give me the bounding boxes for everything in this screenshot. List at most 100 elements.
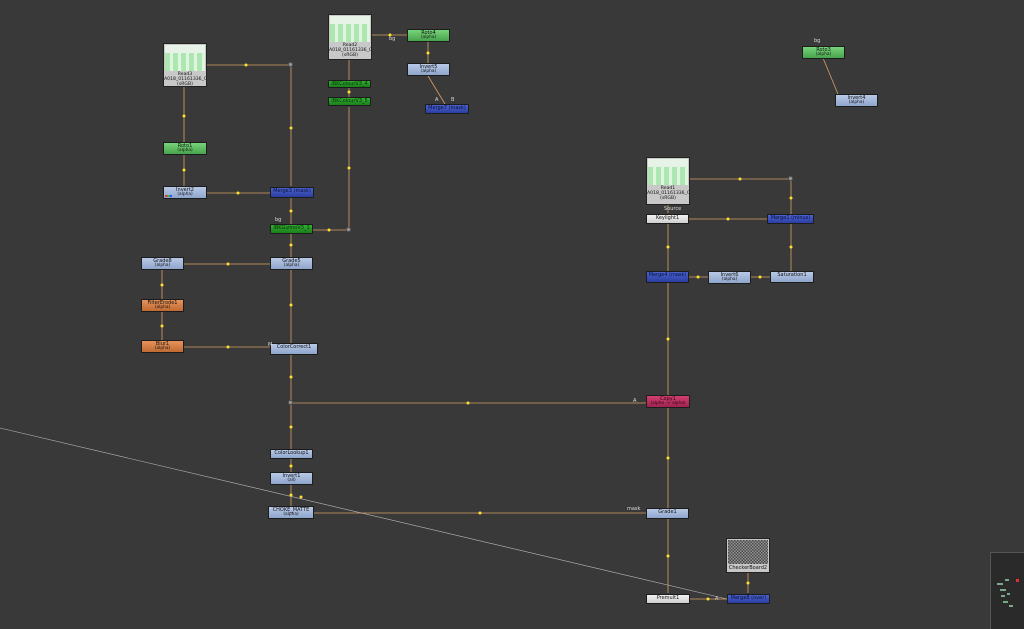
dot-node[interactable] (346, 227, 351, 232)
merge8-label: Merge8 (over) (730, 595, 767, 601)
invert2-label: Invert2 (176, 187, 194, 193)
checkerboard2-label: CheckerBoard2 (728, 565, 768, 571)
grade8-channel: (alpha) (154, 263, 171, 268)
edge (822, 57, 839, 95)
invert2-channel: (alpha) (177, 192, 193, 197)
ibk-colour-b-label: IBKColourV3_5 (331, 98, 368, 104)
grade1-node[interactable]: Grade1 (646, 508, 689, 519)
read3-node[interactable]: Read3 A018_01161336_C002.braw (sRGB) (163, 43, 207, 87)
copy1-label: Copy1 (660, 396, 676, 402)
copy1-channel: (alpha -> alpha) (650, 401, 686, 406)
grade1-label: Grade1 (658, 509, 677, 515)
ibk-gizmo-label: IBKGizmoV3_1 (273, 225, 310, 231)
roto1-channel: (alpha) (177, 148, 193, 153)
ibk-colour-a-label: IBKColourV3_4 (331, 81, 368, 87)
ibk-colour-a-node[interactable]: IBKColourV3_4 (328, 80, 371, 88)
blur1-label: Blur1 (155, 341, 170, 347)
colorlookup1-node[interactable]: ColorLookup1 (270, 449, 313, 459)
choke-matte-node[interactable]: CHOKE_MATTE (alpha) (268, 506, 314, 519)
premult1-node[interactable]: Premult1 (646, 594, 690, 604)
invert5-channel: (alpha) (420, 69, 437, 74)
saturation1-node[interactable]: Saturation1 (770, 271, 814, 283)
merge4-label: Merge4 (mask) (648, 272, 687, 278)
expression-link (0, 427, 728, 600)
ibk-gizmo-node[interactable]: IBKGizmoV3_1 (270, 224, 313, 234)
read1-label: Read1 (660, 186, 676, 191)
blur1-node[interactable]: Blur1 (alpha) (141, 340, 184, 353)
grade8-node[interactable]: Grade8 (alpha) (141, 257, 184, 270)
invert6-channel: (alpha) (721, 277, 738, 282)
dot-node[interactable] (288, 400, 293, 405)
roto3-node[interactable]: Roto3 (alpha) (802, 46, 845, 59)
merge8-node[interactable]: Merge8 (over) (727, 594, 770, 604)
read2-filename: A018_01161336_C002.braw (329, 48, 372, 53)
invert1-channel: (all) (287, 478, 296, 483)
roto1-node[interactable]: Roto1 (alpha) (163, 142, 207, 155)
roto1-label: Roto1 (177, 143, 193, 149)
invert2-node[interactable]: Invert2 (alpha) (163, 186, 207, 199)
roto4-channel: (alpha) (420, 35, 437, 40)
merge1-label: Merge1 (minus) (770, 215, 811, 221)
source-input-label: Source (664, 206, 682, 212)
filtererode1-label: FilterErode1 (147, 300, 178, 306)
checkerboard2-node[interactable]: CheckerBoard2 (726, 538, 770, 573)
read3-filename: A018_01161336_C002.braw (164, 77, 207, 82)
roto3-label: Roto3 (816, 47, 831, 53)
filtererode1-node[interactable]: FilterErode1 (alpha) (141, 299, 184, 312)
roto4-label: Roto4 (421, 30, 436, 36)
colorcorrect1-label: ColorCorrect1 (276, 344, 312, 350)
invert1-node[interactable]: Invert1 (all) (270, 472, 313, 485)
bg-input-label: bg (814, 38, 821, 44)
grade5-channel: (alpha) (283, 263, 300, 268)
minimap[interactable] (990, 552, 1024, 629)
invert4-channel: (alpha) (848, 100, 865, 105)
invert1-label: Invert1 (282, 473, 301, 479)
a-input-label: A (435, 97, 439, 103)
b-input-label: B (451, 97, 455, 103)
read2-node[interactable]: Read2 A018_01161336_C002.braw (sRGB) (328, 14, 372, 60)
read1-filename: A018_01161336_C002.braw (647, 191, 690, 196)
read2-label: Read2 (342, 43, 358, 48)
read2-thumbnail (330, 16, 370, 42)
grade5-node[interactable]: Grade5 (alpha) (270, 257, 313, 270)
merge7-node[interactable]: Merge7 (mask) (425, 104, 469, 114)
read1-colorspace: (sRGB) (660, 196, 676, 201)
channel-indicator (165, 195, 172, 197)
invert6-node[interactable]: Invert6 (alpha) (708, 271, 751, 284)
mask-input-label: mask (627, 506, 641, 512)
roto3-channel: (alpha) (815, 52, 832, 57)
invert5-label: Invert5 (419, 64, 438, 70)
colorcorrect1-node[interactable]: ColorCorrect1 (270, 343, 318, 355)
colorlookup1-label: ColorLookup1 (274, 450, 309, 456)
roto4-node[interactable]: Roto4 (alpha) (407, 29, 450, 42)
choke-matte-label: CHOKE_MATTE (272, 507, 310, 513)
saturation1-label: Saturation1 (777, 272, 807, 278)
dot-node[interactable] (788, 176, 793, 181)
premult1-label: Premult1 (656, 595, 680, 601)
ibk-colour-b-node[interactable]: IBKColourV3_5 (328, 97, 371, 106)
merge4-node[interactable]: Merge4 (mask) (646, 271, 689, 283)
edge (427, 75, 446, 105)
bg-input-label: bg (275, 217, 282, 223)
keylight1-label: Keylight1 (655, 215, 680, 221)
invert5-node[interactable]: Invert5 (alpha) (407, 63, 450, 76)
checkerboard2-thumbnail (728, 540, 768, 564)
read2-colorspace: (sRGB) (342, 53, 358, 58)
copy1-node[interactable]: Copy1 (alpha -> alpha) (646, 395, 690, 408)
invert4-node[interactable]: Invert4 (alpha) (835, 94, 878, 107)
m-input-label: M (268, 342, 273, 348)
merge1-node[interactable]: Merge1 (minus) (767, 214, 814, 224)
read3-label: Read3 (177, 72, 193, 77)
merge3-label: Merge3 (mask) (273, 188, 311, 194)
dot-node[interactable] (288, 62, 293, 67)
read1-node[interactable]: Read1 A018_01161336_C002.braw (sRGB) (646, 157, 690, 205)
a-input-label: A (633, 398, 637, 404)
invert4-label: Invert4 (847, 95, 866, 101)
merge3-node[interactable]: Merge3 (mask) (270, 187, 314, 198)
blur1-channel: (alpha) (154, 346, 171, 351)
filtererode1-channel: (alpha) (154, 305, 171, 310)
grade8-label: Grade8 (153, 258, 172, 264)
keylight1-node[interactable]: Keylight1 (646, 214, 689, 224)
